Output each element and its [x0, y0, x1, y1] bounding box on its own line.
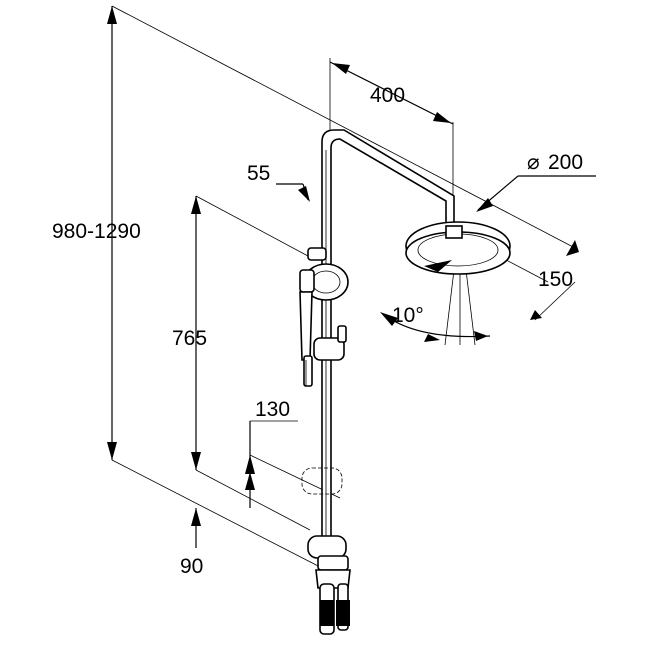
rail-height-label: 765	[172, 327, 207, 350]
hand-shower-offset-label: 55	[247, 162, 270, 185]
dim-shelf-offset: 130	[245, 398, 290, 508]
overhead-shower-head	[405, 221, 511, 275]
dim-tilt-angle: 10°	[380, 269, 491, 346]
tilt-angle-label: 10°	[392, 304, 424, 327]
dim-wall-offset: 90	[180, 508, 203, 578]
dim-overall-height: 980-1290	[52, 6, 141, 460]
dim-arm-drop: 150	[530, 240, 579, 320]
soap-shelf	[301, 467, 343, 495]
overall-height-label: 980-1290	[52, 220, 141, 243]
head-diameter-label: 200	[548, 151, 583, 174]
dim-rail-height: 765	[172, 196, 207, 470]
dim-arm-length: 400	[329, 58, 454, 200]
shelf-offset-label: 130	[255, 398, 290, 421]
extension-lines	[111, 5, 576, 569]
hand-shower	[299, 247, 349, 387]
dim-hand-shower-offset: 55	[247, 162, 310, 202]
arm-drop-label: 150	[538, 268, 573, 291]
arm-length-label: 400	[370, 84, 405, 107]
wall-offset-label: 90	[180, 555, 203, 578]
diameter-symbol: ⌀	[527, 151, 540, 174]
lower-bracket	[307, 535, 351, 635]
dim-head-diameter: ⌀ 200	[476, 151, 596, 212]
